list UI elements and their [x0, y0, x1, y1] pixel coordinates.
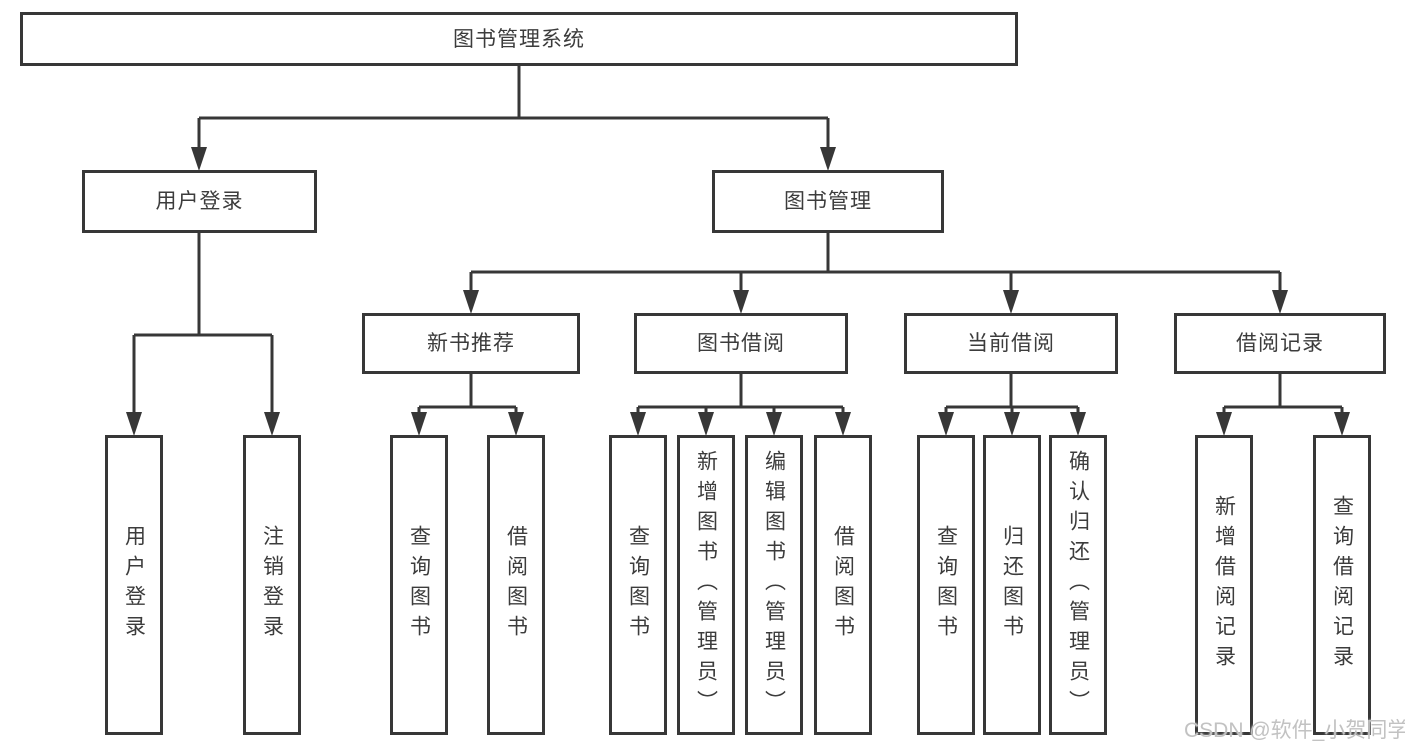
- leaf-current-confirm-return-admin: 确认归还（管理员）: [1049, 435, 1107, 735]
- connector-borrow-to-leaves: [636, 374, 845, 412]
- leaf-borrow-add-books-admin: 新增图书（管理员）: [677, 435, 735, 735]
- node-library-system-label: 图书管理系统: [453, 27, 585, 51]
- arrowhead: [411, 412, 427, 436]
- leaf-current-confirm-return-admin-label: 确认归还（管理员）: [1066, 450, 1090, 720]
- node-borrowing-records-label: 借阅记录: [1236, 332, 1324, 355]
- leaf-current-query-books-label: 查询图书: [934, 525, 958, 645]
- leaf-recommend-query-books-label: 查询图书: [407, 525, 431, 645]
- connector-recommend-to-leaves: [417, 374, 518, 412]
- leaf-borrow-edit-books-admin: 编辑图书（管理员）: [745, 435, 803, 735]
- leaf-borrow-query-books: 查询图书: [609, 435, 667, 735]
- arrowhead: [820, 147, 836, 171]
- arrowhead: [1004, 412, 1020, 436]
- arrowhead: [1216, 412, 1232, 436]
- leaf-user-login-label: 用户登录: [122, 525, 146, 645]
- leaf-user-login: 用户登录: [105, 435, 163, 735]
- arrowhead: [126, 412, 142, 436]
- leaf-borrow-add-books-admin-label: 新增图书（管理员）: [694, 450, 718, 720]
- node-new-book-recommend-label: 新书推荐: [427, 332, 515, 355]
- connector-root-to-level2: [197, 65, 830, 147]
- node-user-login-label: 用户登录: [155, 190, 244, 213]
- arrowhead: [698, 412, 714, 436]
- node-current-borrowing-label: 当前借阅: [967, 332, 1055, 355]
- arrowhead: [835, 412, 851, 436]
- leaf-borrow-edit-books-admin-label: 编辑图书（管理员）: [762, 450, 786, 720]
- leaf-recommend-borrow-books-label: 借阅图书: [504, 525, 528, 645]
- connector-records-to-leaves: [1222, 374, 1344, 412]
- leaf-current-query-books: 查询图书: [917, 435, 975, 735]
- leaf-records-query-record-label: 查询借阅记录: [1330, 495, 1354, 675]
- node-book-borrowing-label: 图书借阅: [697, 332, 785, 355]
- leaf-records-add-record: 新增借阅记录: [1195, 435, 1253, 735]
- leaf-current-return-books: 归还图书: [983, 435, 1041, 735]
- arrowhead: [766, 412, 782, 436]
- arrowhead: [1003, 290, 1019, 314]
- node-new-book-recommend: 新书推荐: [362, 313, 580, 374]
- leaf-records-add-record-label: 新增借阅记录: [1212, 495, 1236, 675]
- node-book-borrowing: 图书借阅: [634, 313, 848, 374]
- node-book-management: 图书管理: [712, 170, 944, 233]
- watermark: CSDN @软件_小贺同学: [1184, 719, 1405, 742]
- node-current-borrowing: 当前借阅: [904, 313, 1118, 374]
- arrowhead: [1334, 412, 1350, 436]
- arrowhead: [1272, 290, 1288, 314]
- leaf-current-return-books-label: 归还图书: [1000, 525, 1024, 645]
- arrowhead: [630, 412, 646, 436]
- leaf-records-query-record: 查询借阅记录: [1313, 435, 1371, 735]
- arrowhead: [463, 290, 479, 314]
- connector-mgmt-to-level3: [469, 233, 1282, 290]
- leaf-recommend-borrow-books: 借阅图书: [487, 435, 545, 735]
- node-book-management-label: 图书管理: [784, 190, 872, 213]
- node-borrowing-records: 借阅记录: [1174, 313, 1386, 374]
- connector-login-to-leaves: [132, 233, 274, 412]
- arrowhead: [508, 412, 524, 436]
- leaf-borrow-borrow-books-label: 借阅图书: [831, 525, 855, 645]
- arrowhead: [938, 412, 954, 436]
- arrowhead: [733, 290, 749, 314]
- connector-current-to-leaves: [944, 374, 1080, 412]
- leaf-borrow-query-books-label: 查询图书: [626, 525, 650, 645]
- arrowhead: [1070, 412, 1086, 436]
- leaf-logout: 注销登录: [243, 435, 301, 735]
- leaf-recommend-query-books: 查询图书: [390, 435, 448, 735]
- arrowhead: [191, 147, 207, 171]
- arrowhead: [264, 412, 280, 436]
- leaf-logout-label: 注销登录: [260, 525, 284, 645]
- arrowheads: [126, 147, 1350, 436]
- leaf-borrow-borrow-books: 借阅图书: [814, 435, 872, 735]
- node-library-system: 图书管理系统: [20, 12, 1018, 66]
- node-user-login: 用户登录: [82, 170, 317, 233]
